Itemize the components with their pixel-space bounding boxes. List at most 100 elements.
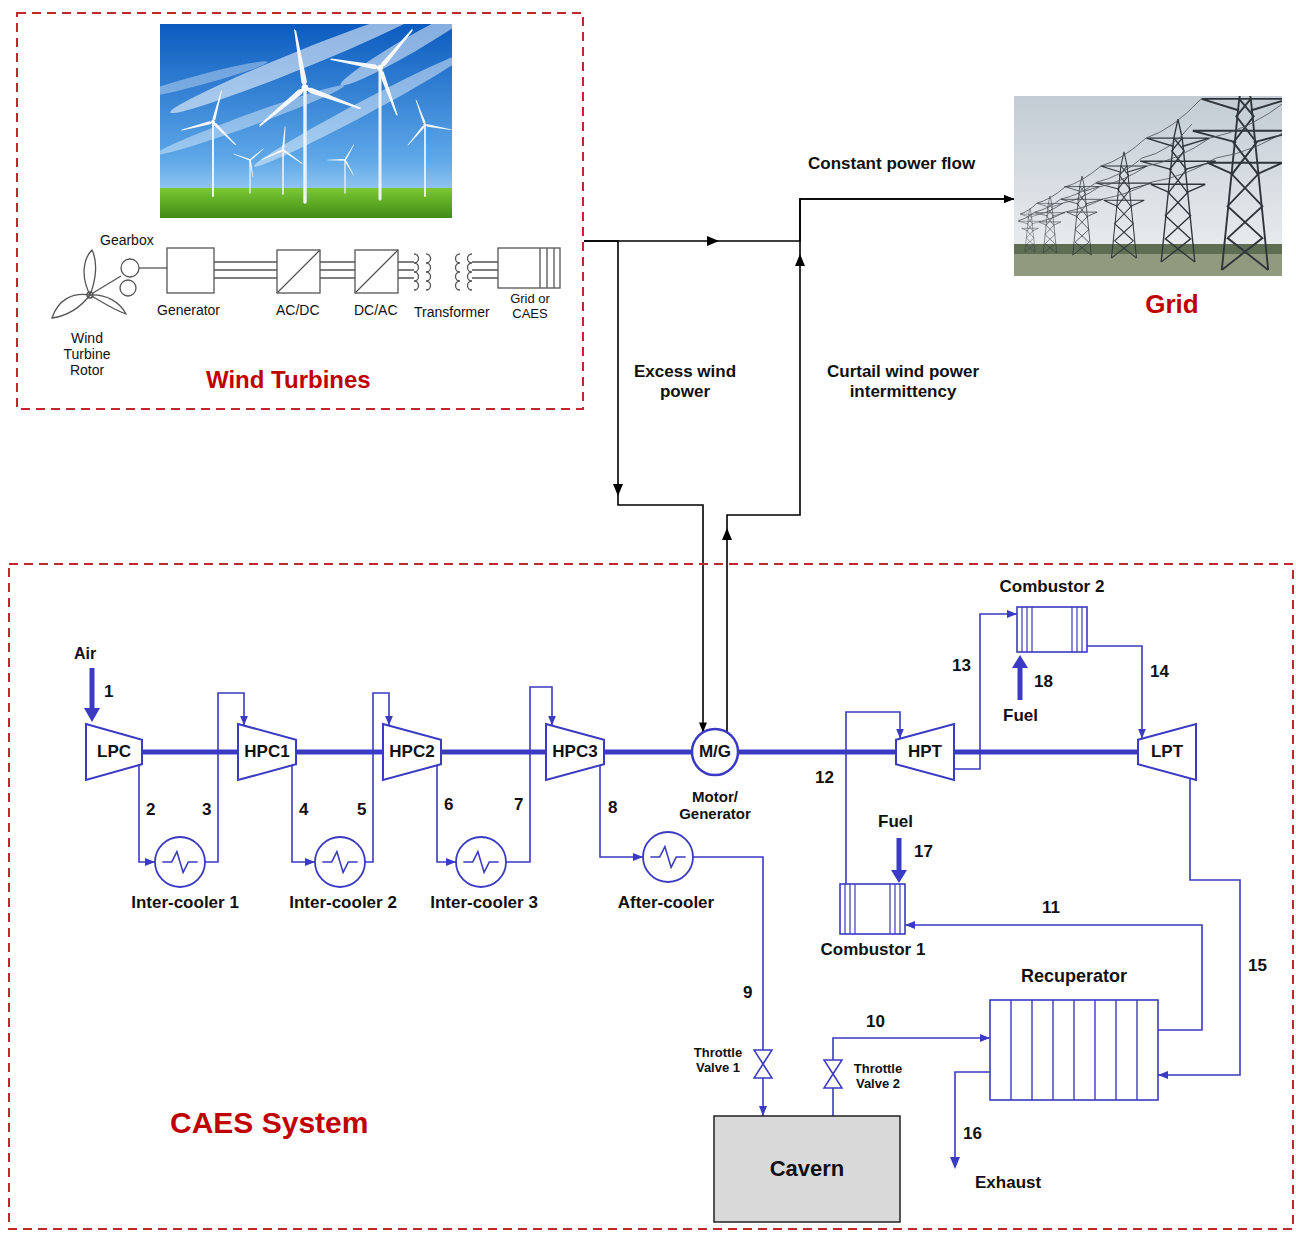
- air-flow-line: [832, 1088, 834, 1116]
- region-title: Wind Turbines: [206, 366, 371, 394]
- region-title: Grid: [1145, 290, 1198, 320]
- component-label: LPC: [97, 742, 131, 762]
- intercooler: Inter-cooler 1: [154, 836, 206, 888]
- component-label: Cavern: [770, 1156, 845, 1181]
- shaft-line: [604, 750, 692, 755]
- callout-number: 14: [1150, 662, 1169, 682]
- stream-label: Air: [74, 645, 96, 663]
- throttle-valve: Throttle Valve 1: [754, 1050, 772, 1078]
- intercooler-outline: [314, 836, 366, 888]
- callout-number: 16: [963, 1124, 982, 1144]
- aftercooler-outline: [642, 831, 694, 883]
- region-title: CAES System: [170, 1106, 368, 1141]
- shaft-line: [738, 750, 896, 755]
- stream-label: Fuel: [878, 812, 913, 832]
- component-label: HPC2: [389, 742, 434, 762]
- callout-number: 12: [815, 768, 834, 788]
- turbine: HPT: [896, 724, 954, 780]
- callout-number: 5: [357, 800, 366, 820]
- part-label: AC/DC: [276, 302, 320, 318]
- component-label: Motor/ Generator: [673, 788, 757, 823]
- part-label: DC/AC: [354, 302, 398, 318]
- shaft-line: [142, 750, 238, 755]
- component-label: After-cooler: [618, 893, 714, 913]
- air-flow-line: [846, 712, 900, 884]
- region-frame: CAES SystemLPCHPC1HPC2HPC3M/GMotor/ Gene…: [8, 563, 1294, 1230]
- air-flow-line: [954, 614, 1017, 769]
- air-flow-line: [1087, 646, 1142, 739]
- compressor: HPC1: [238, 724, 296, 780]
- callout-number: 4: [299, 800, 308, 820]
- callout-number: 15: [1248, 956, 1267, 976]
- air-flow-line: [1158, 778, 1240, 1075]
- shaft-line: [954, 750, 1138, 755]
- stream-label: Fuel: [1003, 706, 1038, 726]
- power-flow-line: [584, 241, 703, 732]
- motor-generator: M/GMotor/ Generator: [691, 728, 739, 776]
- component-label: HPC3: [552, 742, 597, 762]
- callout-number: 10: [866, 1012, 885, 1032]
- callout-number: 7: [514, 795, 523, 815]
- air-flow-line: [833, 1038, 990, 1060]
- throttle-valve-outline: [754, 1050, 772, 1078]
- part-label: Transformer: [414, 304, 490, 320]
- component-label: Inter-cooler 1: [131, 893, 239, 913]
- part-label: Wind Turbine Rotor: [50, 330, 124, 378]
- callout-number: 8: [608, 798, 617, 818]
- compressor: HPC2: [383, 724, 441, 780]
- recuperator-outline: [990, 1000, 1158, 1100]
- component-label: Combustor 2: [1000, 577, 1105, 597]
- part-label: Generator: [157, 302, 220, 318]
- air-flow-line: [600, 765, 643, 857]
- callout-number: 11: [1042, 898, 1060, 918]
- part-label: Grid or CAES: [499, 292, 561, 322]
- power-flow-line: [584, 199, 1014, 241]
- stream-label: Exhaust: [975, 1173, 1041, 1193]
- component-label: M/G: [699, 742, 731, 762]
- combustor-outline: [840, 884, 905, 934]
- component-label: LPT: [1151, 742, 1183, 762]
- grid-node-outline: [1014, 96, 1282, 322]
- callout-number: 2: [146, 800, 155, 820]
- callout-number: 6: [444, 795, 453, 815]
- intercooler: Inter-cooler 3: [455, 836, 507, 888]
- air-flow-line: [437, 765, 456, 862]
- component-label: HPC1: [244, 742, 289, 762]
- part-label: Gearbox: [100, 232, 154, 248]
- combustor: Combustor 1: [840, 884, 905, 934]
- recuperator: Recuperator: [990, 1000, 1158, 1100]
- intercooler: Inter-cooler 2: [314, 836, 366, 888]
- air-flow-line: [693, 857, 763, 1050]
- wind-farm-photo: [160, 24, 452, 218]
- intercooler-outline: [154, 836, 206, 888]
- callout-number: 18: [1034, 672, 1053, 692]
- component-label: Recuperator: [1021, 966, 1127, 987]
- callout-number: 1: [104, 682, 113, 702]
- combustor-outline: [1017, 607, 1087, 652]
- component-label: HPT: [908, 742, 942, 762]
- throttle-valve-outline: [824, 1060, 842, 1088]
- grid-node: Grid: [1014, 96, 1282, 322]
- component-label: Inter-cooler 3: [430, 893, 538, 913]
- cavern: Cavern: [714, 1116, 900, 1222]
- pylon-photo: [1014, 96, 1282, 276]
- flow-label: Excess wind power: [624, 362, 746, 401]
- component-label: Throttle Valve 2: [848, 1062, 908, 1092]
- compressor: LPC: [86, 724, 142, 780]
- stream-arrows: [84, 655, 1028, 1169]
- callout-number: 13: [952, 656, 971, 676]
- air-flow-line: [292, 765, 315, 862]
- throttle-valve: Throttle Valve 2: [824, 1060, 842, 1088]
- flow-label: Curtail wind power intermittency: [812, 362, 994, 401]
- aftercooler: After-cooler: [642, 831, 694, 883]
- combustor: Combustor 2: [1017, 607, 1087, 652]
- shaft-line: [296, 750, 383, 755]
- callout-number: 17: [914, 842, 933, 862]
- component-label: Throttle Valve 1: [688, 1046, 748, 1076]
- component-label: Combustor 1: [821, 940, 926, 960]
- compressor: HPC3: [546, 724, 604, 780]
- callout-number: 3: [202, 800, 211, 820]
